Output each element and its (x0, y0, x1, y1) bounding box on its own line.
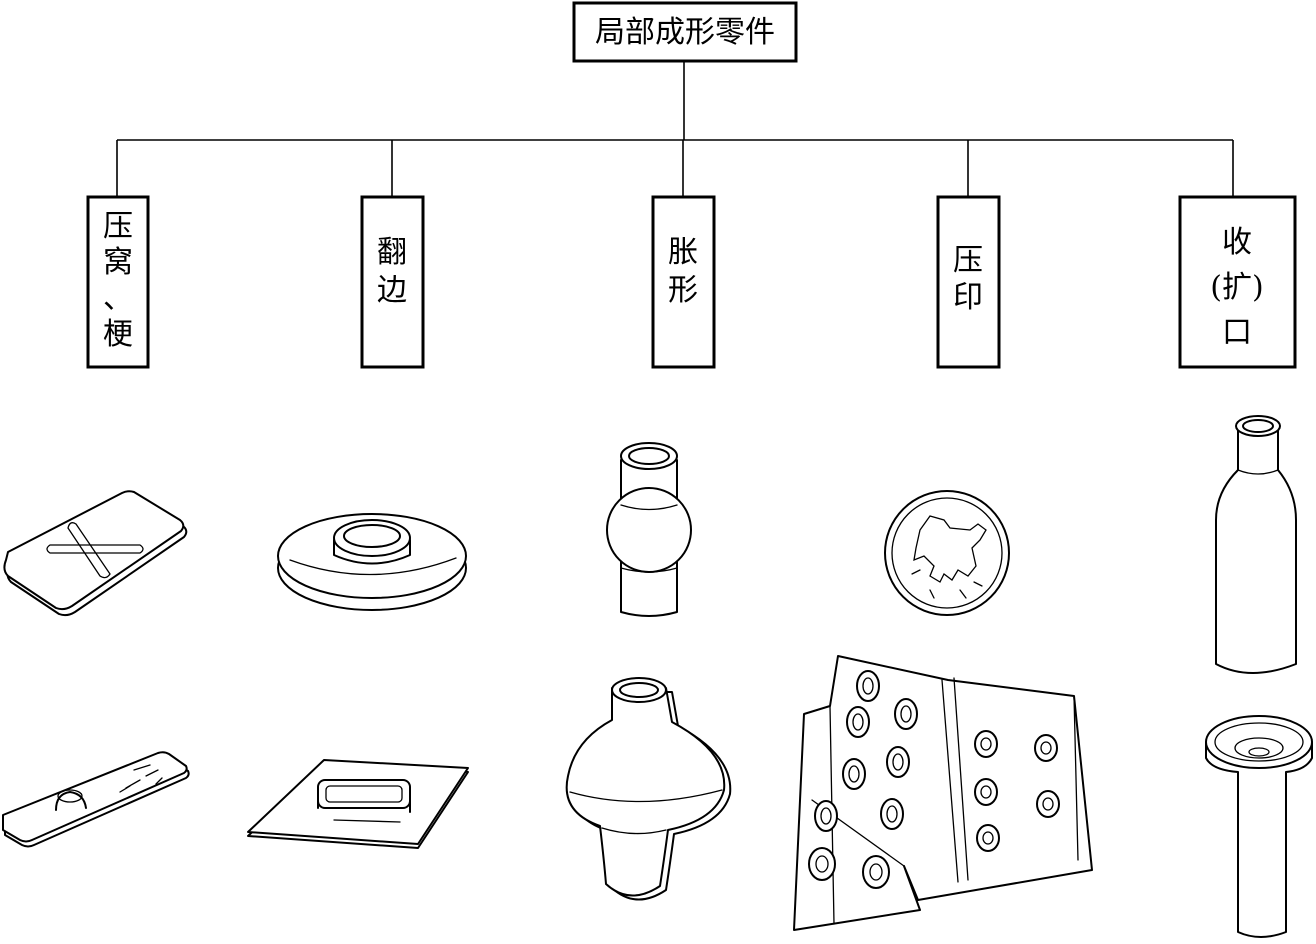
expanded-tube-illustration (1205, 715, 1313, 938)
category-label-line: 梗 (103, 317, 133, 352)
category-necking: 收 (扩) 口 (1178, 195, 1297, 369)
category-label-line: (扩) (1210, 270, 1263, 305)
category-label-line: 口 (1222, 315, 1252, 350)
tree-connectors (116, 62, 1234, 197)
category-label-line: 印 (953, 280, 983, 315)
root-label: 局部成形零件 (595, 15, 775, 50)
category-label-line: 窝 (103, 245, 133, 280)
embossed-medallion-illustration (884, 490, 1010, 616)
category-label-line: 边 (377, 273, 407, 308)
category-label-line: 胀 (668, 235, 698, 270)
bulged-tube-illustration (606, 442, 692, 617)
embossed-bracket-illustration (793, 655, 1093, 931)
category-label-line: 收 (1222, 225, 1252, 260)
root-node: 局部成形零件 (572, 1, 798, 63)
flanged-plate-illustration (247, 759, 469, 849)
ribbed-strip-illustration (2, 751, 190, 848)
category-flanging: 翻 边 (360, 195, 425, 369)
category-label-line: 压 (103, 209, 133, 244)
recessed-plate-illustration (3, 490, 188, 617)
category-bulging: 胀 形 (651, 195, 716, 369)
necked-bottle-illustration (1215, 415, 1297, 674)
category-label-line: 压 (953, 243, 983, 278)
category-embossing: 压 印 (936, 195, 1001, 369)
bulged-fitting-illustration (565, 677, 732, 901)
hole-rows (808, 670, 1060, 889)
category-press-recess: 压 窝 、 梗 (86, 195, 150, 369)
flanged-disc-illustration (277, 513, 467, 611)
category-label-line: 、 (103, 281, 133, 316)
category-label-line: 形 (668, 273, 698, 308)
category-label-line: 翻 (377, 235, 407, 270)
